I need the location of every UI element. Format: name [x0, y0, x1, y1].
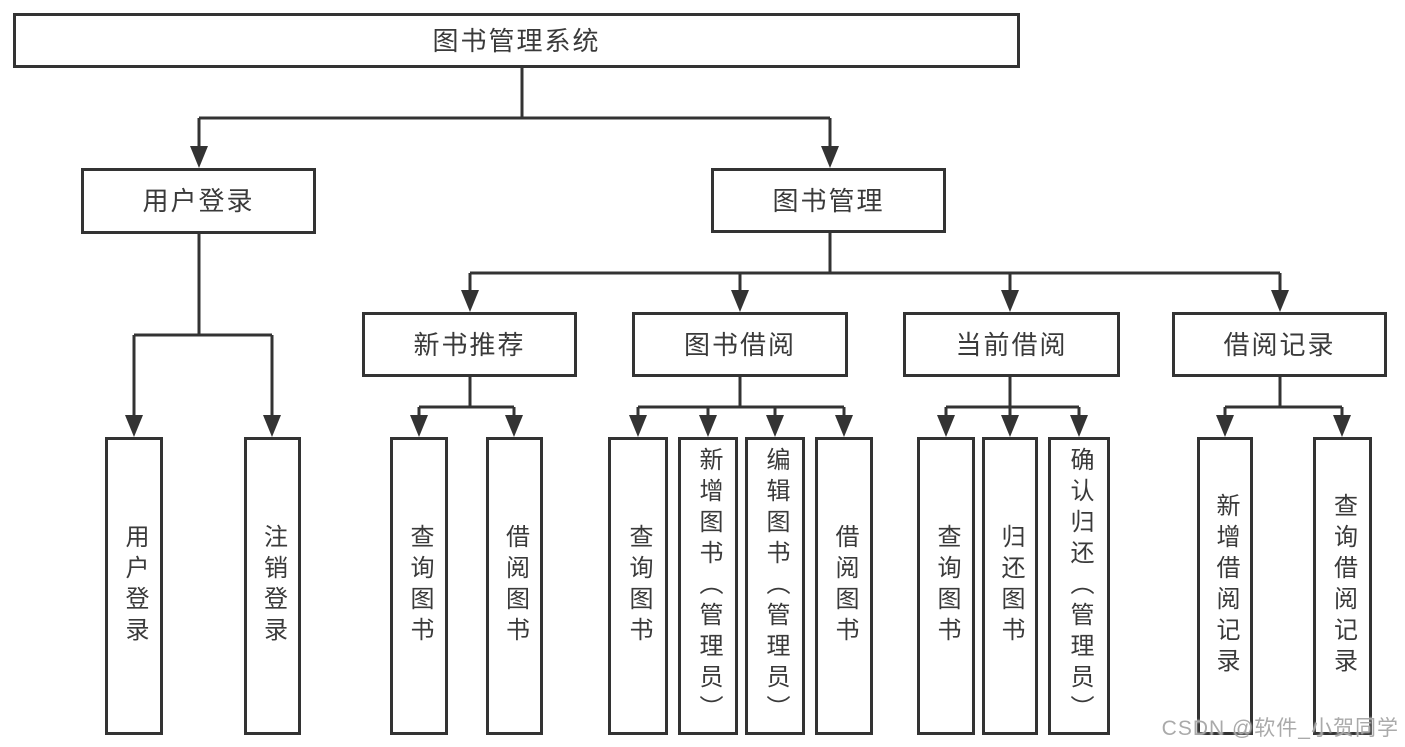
leaf-borrow-books-recommend: 借阅图书	[486, 437, 543, 735]
arrowhead	[1070, 415, 1088, 437]
node-current-borrow-label: 当前借阅	[955, 329, 1068, 360]
node-book-borrow-label: 图书借阅	[683, 329, 796, 360]
node-borrow-records: 借阅记录	[1172, 312, 1387, 377]
leaf-borrow-books: 借阅图书	[815, 437, 873, 735]
node-user-login-label: 用户登录	[142, 186, 255, 216]
arrowhead	[821, 146, 839, 168]
arrowhead	[190, 146, 208, 168]
leaf-edit-books-admin: 编辑图书（管理员）	[745, 437, 805, 735]
leaf-borrow-books-label: 借阅图书	[831, 524, 858, 648]
leaf-add-books-admin: 新增图书（管理员）	[678, 437, 738, 735]
arrowhead	[731, 290, 749, 312]
leaf-query-borrow-record: 查询借阅记录	[1313, 437, 1372, 735]
leaf-query-books-current: 查询图书	[917, 437, 975, 735]
node-current-borrow: 当前借阅	[903, 312, 1120, 377]
node-new-book-recommend-label: 新书推荐	[413, 329, 526, 360]
arrowhead	[1216, 415, 1234, 437]
arrowhead	[835, 415, 853, 437]
leaf-query-books-current-label: 查询图书	[933, 524, 960, 648]
leaf-user-login: 用户登录	[105, 437, 163, 735]
node-user-login: 用户登录	[81, 168, 316, 234]
arrowhead	[629, 415, 647, 437]
arrowhead	[505, 415, 523, 437]
leaf-query-books-borrow: 查询图书	[608, 437, 668, 735]
node-book-management: 图书管理	[711, 168, 946, 233]
node-book-management-label: 图书管理	[772, 185, 885, 216]
leaf-query-books-recommend: 查询图书	[390, 437, 448, 735]
leaf-add-borrow-record: 新增借阅记录	[1197, 437, 1253, 735]
node-root-label: 图书管理系统	[432, 25, 601, 56]
leaf-confirm-return-admin: 确认归还（管理员）	[1048, 437, 1110, 735]
arrowhead	[766, 415, 784, 437]
arrowhead	[1001, 415, 1019, 437]
arrowhead	[1271, 290, 1289, 312]
leaf-confirm-return-admin-label: 确认归还（管理员）	[1066, 446, 1093, 726]
node-new-book-recommend: 新书推荐	[362, 312, 577, 377]
arrowhead	[1333, 415, 1351, 437]
node-borrow-records-label: 借阅记录	[1223, 329, 1336, 360]
arrowhead	[125, 415, 143, 437]
node-root: 图书管理系统	[13, 13, 1020, 68]
csdn-watermark: CSDN @软件_小贺同学	[1161, 717, 1399, 740]
arrowhead	[699, 415, 717, 437]
arrowhead	[263, 415, 281, 437]
arrowhead	[461, 290, 479, 312]
leaf-query-borrow-record-label: 查询借阅记录	[1329, 493, 1357, 679]
leaf-edit-books-admin-label: 编辑图书（管理员）	[762, 446, 789, 726]
leaf-add-borrow-record-label: 新增借阅记录	[1212, 493, 1239, 679]
arrowhead	[1001, 290, 1019, 312]
leaf-logout-login: 注销登录	[244, 437, 301, 735]
leaf-query-books-recommend-label: 查询图书	[406, 524, 433, 648]
arrowhead	[410, 415, 428, 437]
leaf-return-books-label: 归还图书	[997, 524, 1024, 648]
leaf-logout-login-label: 注销登录	[259, 524, 287, 648]
leaf-borrow-books-recommend-label: 借阅图书	[501, 524, 529, 648]
node-book-borrow: 图书借阅	[632, 312, 848, 377]
leaf-return-books: 归还图书	[982, 437, 1038, 735]
leaf-add-books-admin-label: 新增图书（管理员）	[695, 446, 722, 726]
leaf-query-books-borrow-label: 查询图书	[625, 524, 652, 648]
leaf-user-login-label: 用户登录	[121, 524, 148, 648]
arrowhead	[937, 415, 955, 437]
